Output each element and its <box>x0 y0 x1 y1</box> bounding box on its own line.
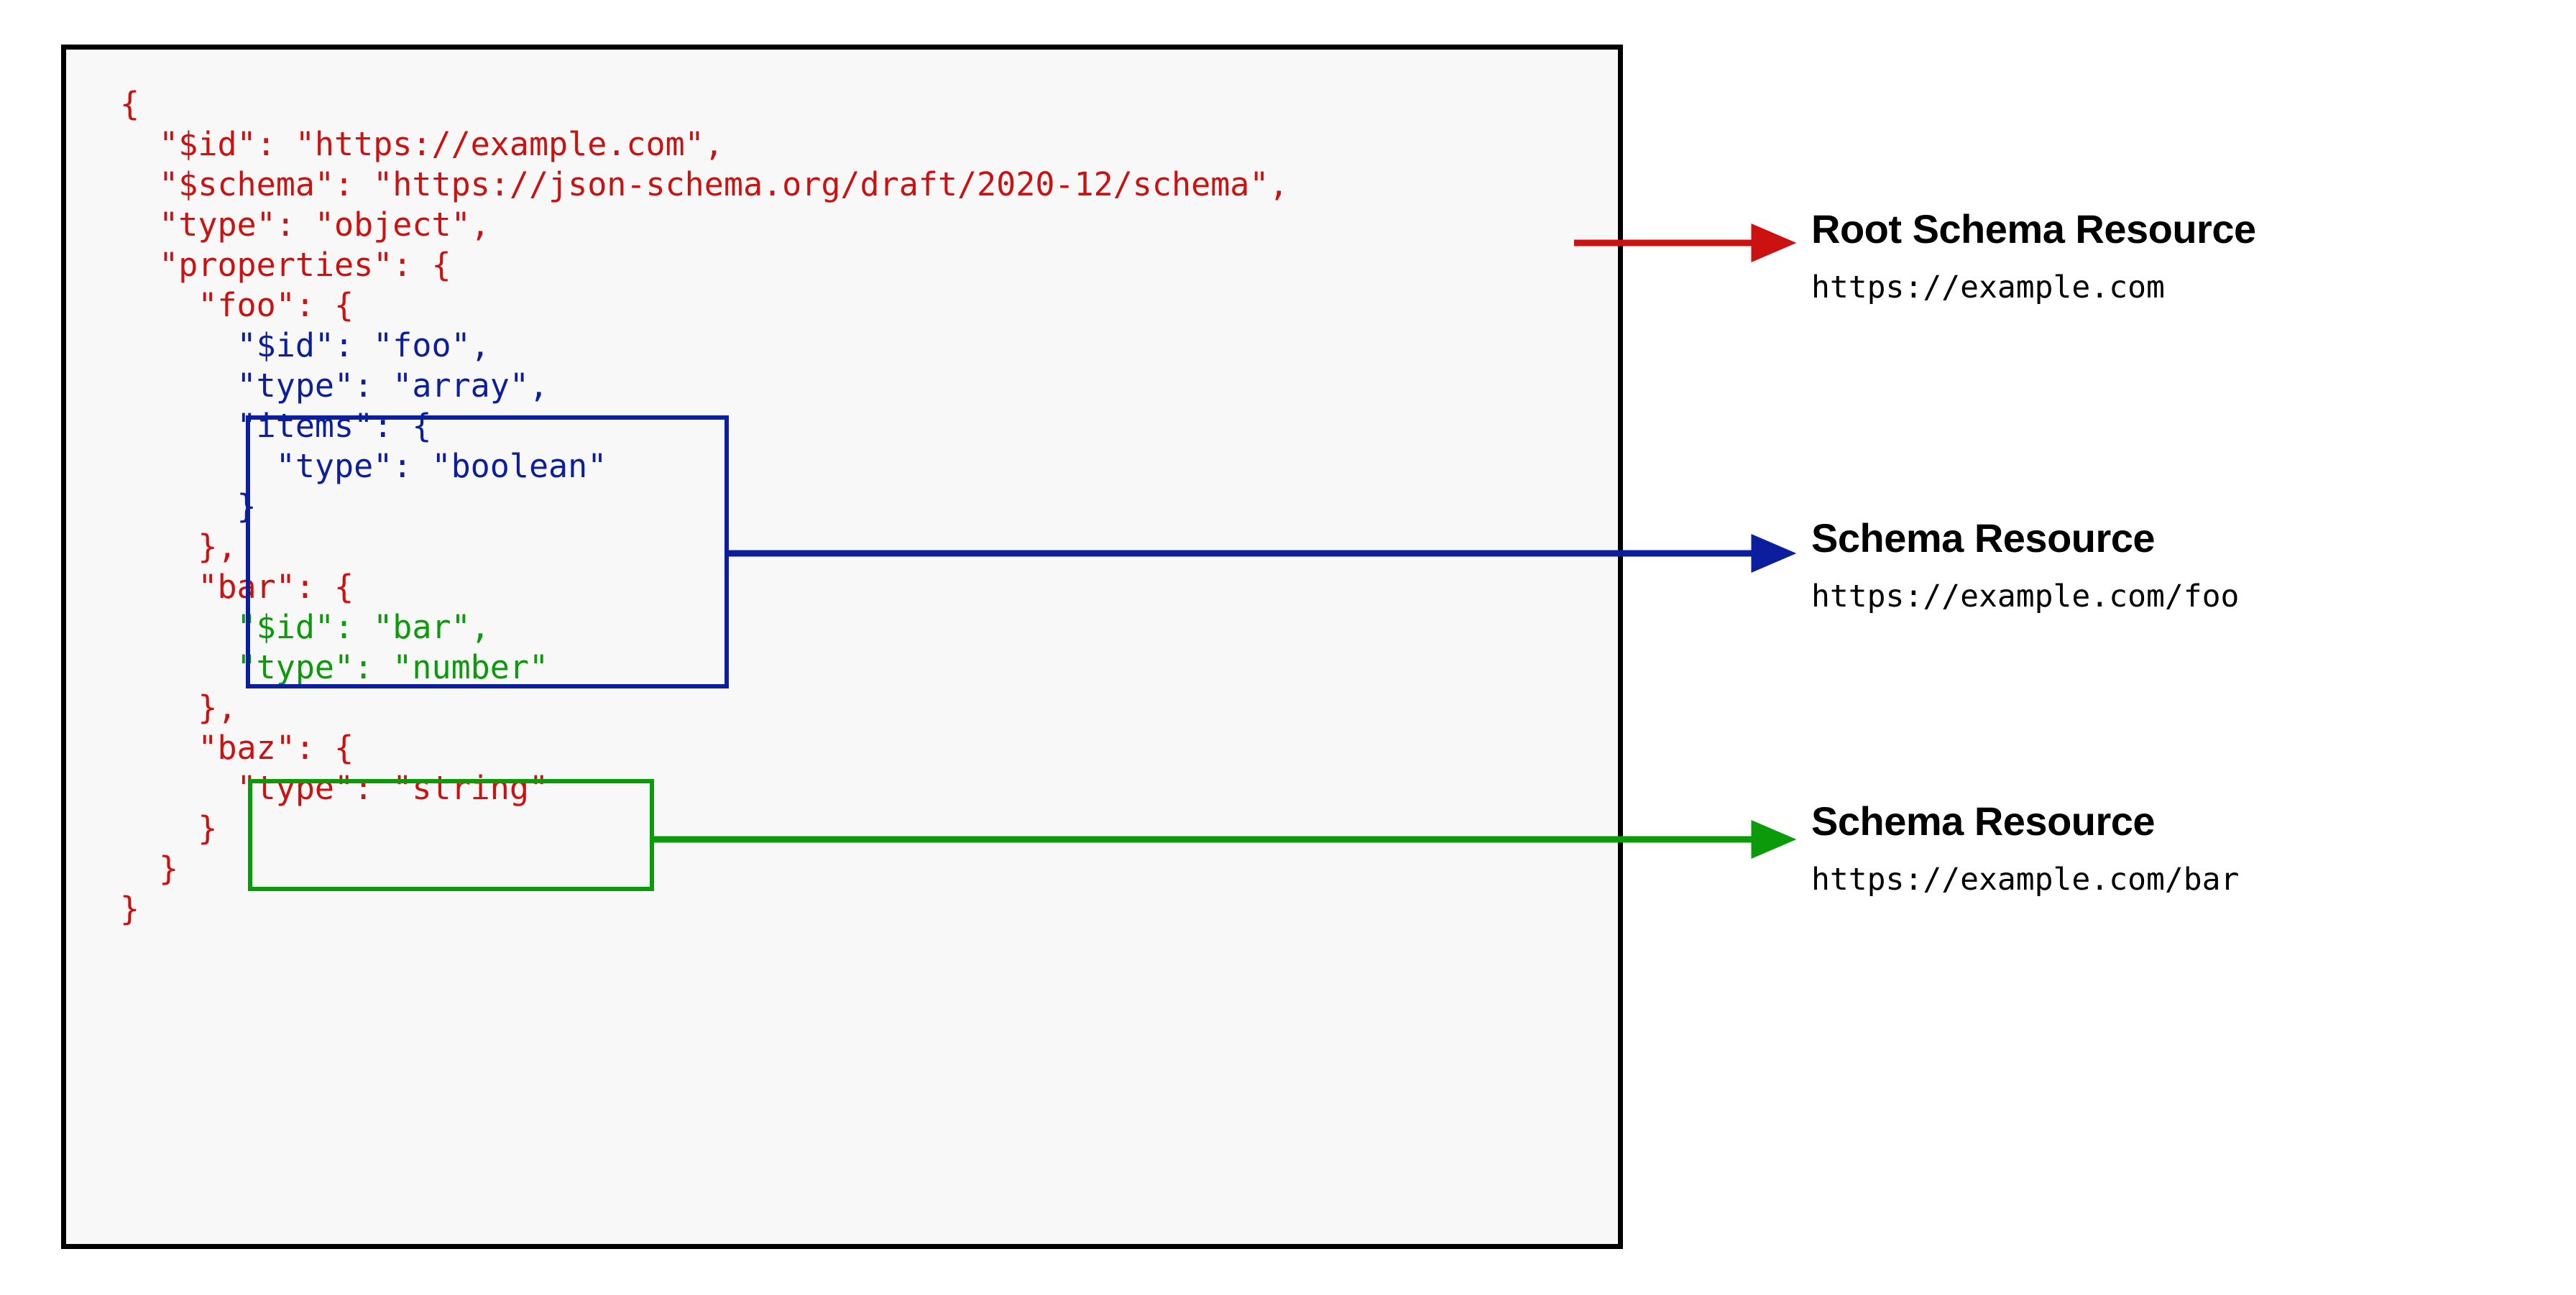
annotation-foo: Schema Resource https://example.com/foo <box>1811 516 2559 615</box>
annotation-root: Root Schema Resource https://example.com <box>1811 207 2559 306</box>
code-line: }, <box>120 527 237 566</box>
code-line: "type": "boolean" <box>120 447 607 485</box>
code-line: "$schema": "https://json-schema.org/draf… <box>120 165 1289 203</box>
code-line: } <box>120 849 179 888</box>
bar-subschema-box <box>248 779 654 891</box>
annotation-root-title: Root Schema Resource <box>1811 206 2256 252</box>
code-line: } <box>120 809 218 847</box>
code-line: "type": "array", <box>120 367 549 405</box>
code-line: "type": "string" <box>120 769 549 807</box>
code-line: "bar": { <box>120 568 354 606</box>
annotation-foo-url: https://example.com/foo <box>1811 579 2240 614</box>
code-line: "baz": { <box>120 729 354 767</box>
code-line: "properties": { <box>120 246 451 284</box>
code-line: "items": { <box>120 407 432 445</box>
json-schema-code: { "$id": "https://example.com", "$schema… <box>120 84 1289 929</box>
code-line: } <box>120 890 140 928</box>
annotation-bar-title: Schema Resource <box>1811 798 2156 844</box>
code-line: "type": "object", <box>120 206 490 244</box>
code-line: { <box>120 85 140 123</box>
annotation-root-url: https://example.com <box>1811 269 2165 305</box>
annotation-foo-title: Schema Resource <box>1811 515 2156 561</box>
code-line: "$id": "https://example.com", <box>120 125 724 163</box>
code-line: "foo": { <box>120 286 354 324</box>
annotation-bar-url: https://example.com/bar <box>1811 862 2240 898</box>
annotation-bar: Schema Resource https://example.com/bar <box>1811 799 2559 898</box>
code-panel: { "$id": "https://example.com", "$schema… <box>61 45 1623 1249</box>
code-line: "$id": "foo", <box>120 326 490 364</box>
code-line: }, <box>120 688 237 727</box>
code-line: "$id": "bar", <box>120 608 490 646</box>
code-line: "type": "number" <box>120 648 549 686</box>
foo-subschema-box <box>246 415 729 688</box>
